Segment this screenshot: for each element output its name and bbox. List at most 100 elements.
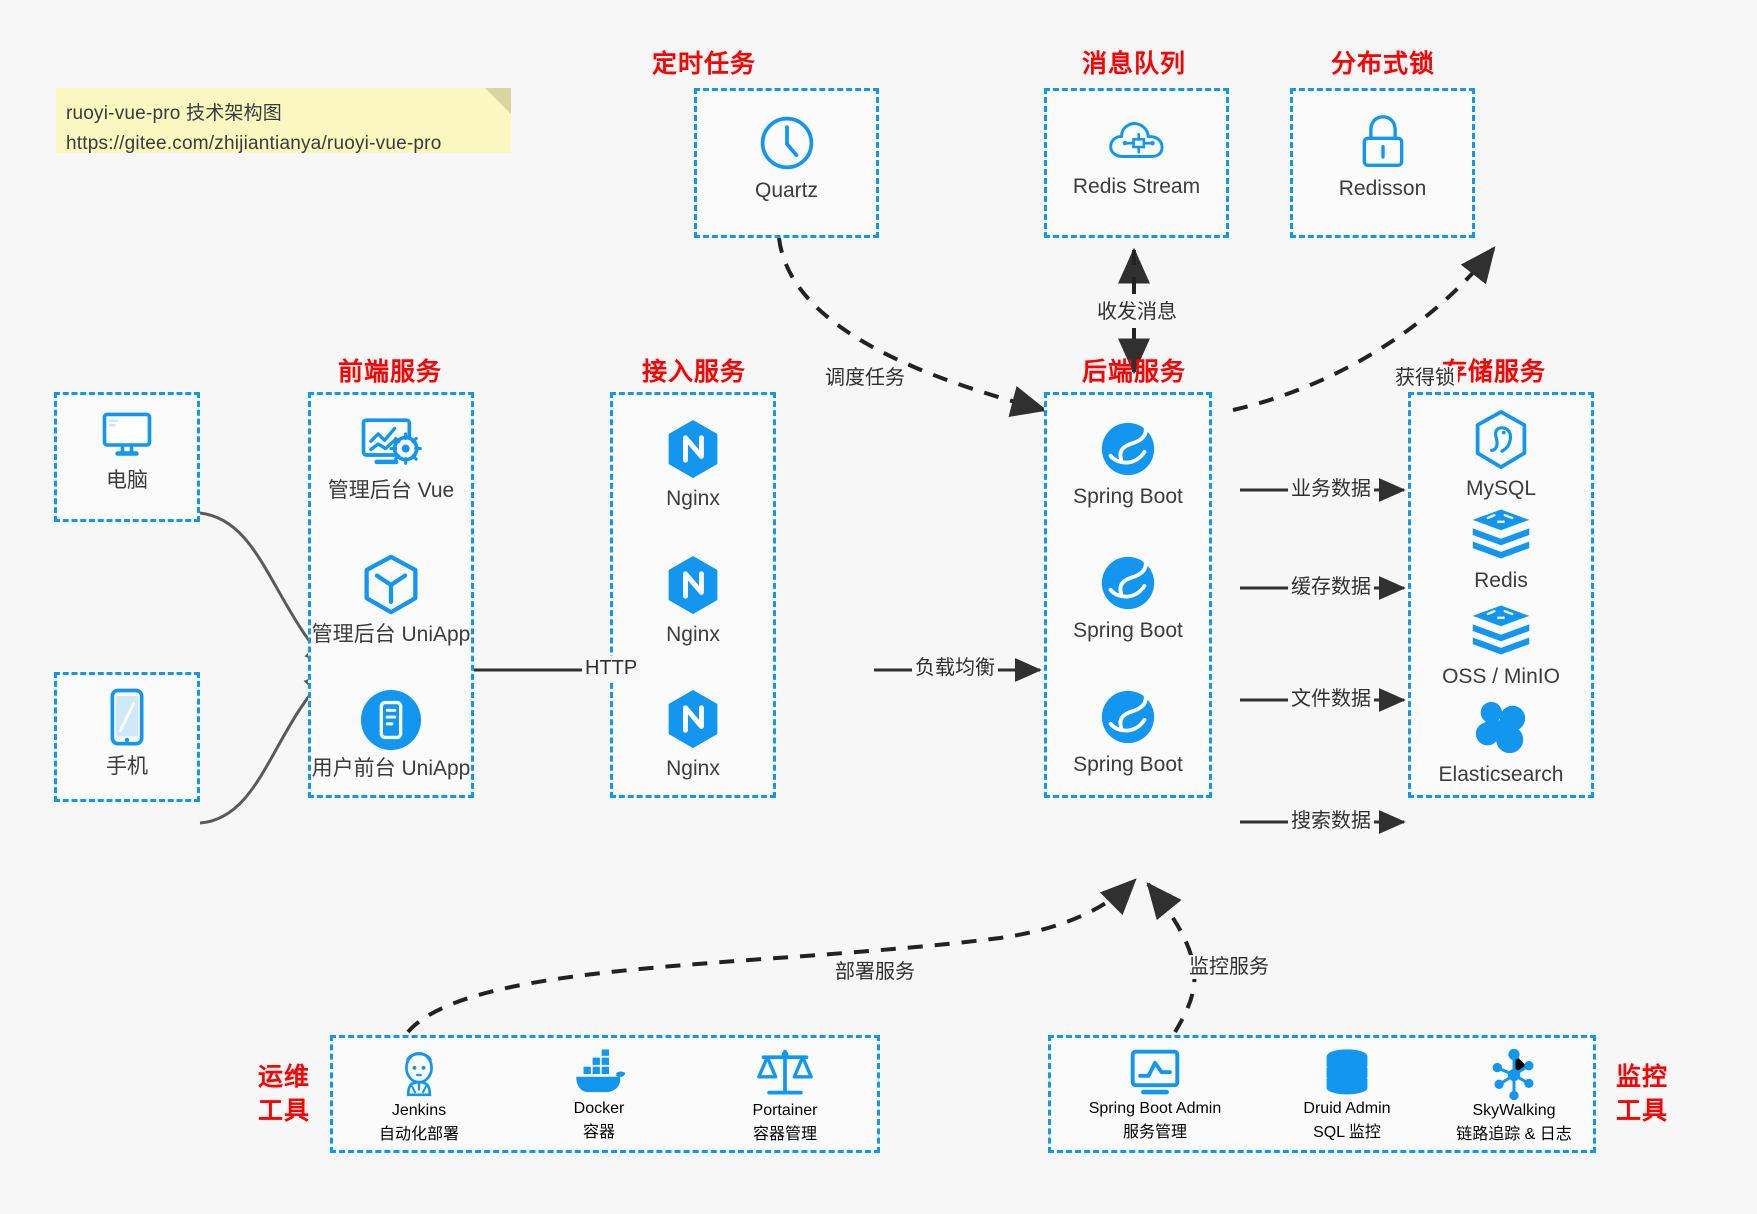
phone-icon (110, 688, 144, 746)
group-frontend: 管理后台 Vue 管理后台 UniApp 用户前台 UniApp (308, 392, 474, 798)
item-label: Druid Admin (1303, 1100, 1391, 1117)
group-client-phone: 手机 (54, 672, 200, 802)
node-label: Nginx (666, 623, 720, 646)
node-quartz[interactable]: Quartz (697, 113, 876, 205)
node-label: Spring Boot (1073, 753, 1183, 776)
item-label: Docker (573, 1100, 625, 1117)
group-title-storage: 存储服务 (1441, 358, 1546, 386)
mobile-app-icon (360, 689, 422, 751)
edge-label-search-data: 搜索数据 (1288, 809, 1374, 833)
cloud-stream-icon (1108, 122, 1163, 158)
group-title-frontend: 前端服务 (337, 358, 442, 386)
item-sublabel: 链路追踪 & 日志 (1456, 1126, 1572, 1143)
monitor-chart-icon (1130, 1049, 1180, 1095)
group-title-monitor: 监控 工具 (1608, 1060, 1676, 1128)
devops-item-jenkins[interactable]: Jenkins 自动化部署 (339, 1048, 499, 1144)
node-nginx-1[interactable]: Nginx (613, 417, 773, 513)
monitor-title-line-1: 监控 (1615, 1063, 1668, 1091)
item-label: Spring Boot Admin (1088, 1100, 1222, 1117)
edge-label-business-data: 业务数据 (1288, 477, 1374, 501)
group-monitor: Spring Boot Admin 服务管理 Druid Admin SQL 监… (1048, 1035, 1596, 1153)
item-sublabel: 自动化部署 (378, 1126, 459, 1143)
monitor-item-sba[interactable]: Spring Boot Admin 服务管理 (1057, 1048, 1253, 1142)
node-admin-vue[interactable]: 管理后台 Vue (311, 415, 471, 505)
item-sublabel: SQL 监控 (1313, 1124, 1381, 1141)
nginx-icon (668, 419, 718, 479)
item-label: Jenkins (391, 1102, 447, 1119)
node-label: OSS / MinIO (1442, 665, 1560, 688)
lock-icon (1362, 115, 1403, 168)
node-nginx-3[interactable]: Nginx (613, 687, 773, 783)
spring-boot-icon (1101, 422, 1155, 476)
group-gateway: Nginx Nginx Nginx (610, 392, 776, 798)
clock-icon (760, 116, 813, 170)
node-mysql[interactable]: MySQL (1411, 409, 1591, 503)
item-sublabel: 容器 (582, 1124, 615, 1141)
nginx-icon (668, 555, 718, 615)
note-line-2: https://gitee.com/zhijiantianya/ruoyi-vu… (66, 133, 442, 154)
spring-boot-icon (1101, 690, 1155, 744)
edge-label-acquire-lock: 获得锁 (1392, 366, 1458, 390)
edge-label-deploy-service: 部署服务 (832, 960, 918, 984)
spring-boot-icon (1101, 556, 1155, 610)
cube-icon (364, 554, 418, 615)
scales-icon (757, 1049, 813, 1095)
group-scheduled-task: Quartz (694, 88, 879, 238)
group-devops: Jenkins 自动化部署 Docker 容器 (330, 1035, 880, 1153)
database-icon (1326, 1049, 1368, 1095)
node-spring-boot-3[interactable]: Spring Boot (1047, 685, 1209, 779)
node-oss-minio[interactable]: OSS / MinIO (1411, 601, 1591, 691)
group-storage: MySQL Redis OSS / MinIO (1408, 392, 1594, 798)
node-label: Nginx (666, 757, 720, 780)
group-title-devops: 运维 工具 (250, 1060, 318, 1128)
node-label: Elasticsearch (1438, 763, 1564, 786)
node-label: Quartz (754, 179, 819, 202)
node-user-uniapp[interactable]: 用户前台 UniApp (311, 689, 471, 783)
dashboard-gear-icon (361, 418, 422, 465)
node-label: 管理后台 Vue (327, 479, 455, 502)
edge-label-monitor-service: 监控服务 (1186, 955, 1272, 979)
node-nginx-2[interactable]: Nginx (613, 553, 773, 649)
node-label: 管理后台 UniApp (311, 623, 471, 646)
devops-title-line-1: 运维 (257, 1063, 310, 1091)
monitor-item-skywalking[interactable]: SkyWalking 链路追踪 & 日志 (1431, 1048, 1597, 1144)
note-fold-corner (485, 88, 511, 114)
group-title-gateway: 接入服务 (641, 358, 746, 386)
devops-title-line-2: 工具 (257, 1097, 310, 1125)
group-backend: Spring Boot Spring Boot Spring Boot (1044, 392, 1212, 798)
group-client-desktop: 电脑 (54, 392, 200, 522)
node-redisson[interactable]: Redisson (1293, 113, 1472, 203)
node-label: Spring Boot (1073, 619, 1183, 642)
node-spring-boot-2[interactable]: Spring Boot (1047, 551, 1209, 645)
group-title-backend: 后端服务 (1081, 358, 1186, 386)
node-redis[interactable]: Redis (1411, 505, 1591, 595)
node-label: MySQL (1465, 477, 1536, 500)
node-elasticsearch[interactable]: Elasticsearch (1411, 699, 1591, 789)
devops-item-docker[interactable]: Docker 容器 (519, 1048, 679, 1142)
sticky-note: ruoyi-vue-pro 技术架构图 https://gitee.com/zh… (56, 88, 511, 154)
node-desktop[interactable]: 电脑 (57, 409, 197, 495)
item-sublabel: 容器管理 (752, 1126, 817, 1143)
docker-icon (576, 1049, 626, 1093)
devops-item-portainer[interactable]: Portainer 容器管理 (705, 1046, 865, 1144)
mysql-icon (1475, 410, 1527, 469)
node-label: 手机 (106, 755, 148, 778)
group-title-message-queue: 消息队列 (1081, 50, 1186, 78)
node-spring-boot-1[interactable]: Spring Boot (1047, 417, 1209, 511)
skywalking-icon (1492, 1048, 1534, 1101)
group-title-scheduled-task: 定时任务 (651, 50, 756, 78)
node-label: Redis Stream (1072, 175, 1201, 198)
note-line-1: ruoyi-vue-pro 技术架构图 (66, 103, 283, 124)
item-sublabel: 服务管理 (1122, 1124, 1187, 1141)
node-admin-uniapp[interactable]: 管理后台 UniApp (311, 553, 471, 649)
group-distributed-lock: Redisson (1290, 88, 1475, 238)
node-label: Spring Boot (1073, 485, 1183, 508)
edge-label-http: HTTP (582, 656, 641, 680)
edge-label-file-data: 文件数据 (1288, 687, 1374, 711)
desktop-icon (102, 412, 152, 456)
edge-label-load-balance: 负载均衡 (912, 656, 998, 680)
monitor-item-druid[interactable]: Druid Admin SQL 监控 (1267, 1048, 1427, 1142)
node-redis-stream[interactable]: Redis Stream (1047, 113, 1226, 201)
node-phone[interactable]: 手机 (57, 687, 197, 781)
